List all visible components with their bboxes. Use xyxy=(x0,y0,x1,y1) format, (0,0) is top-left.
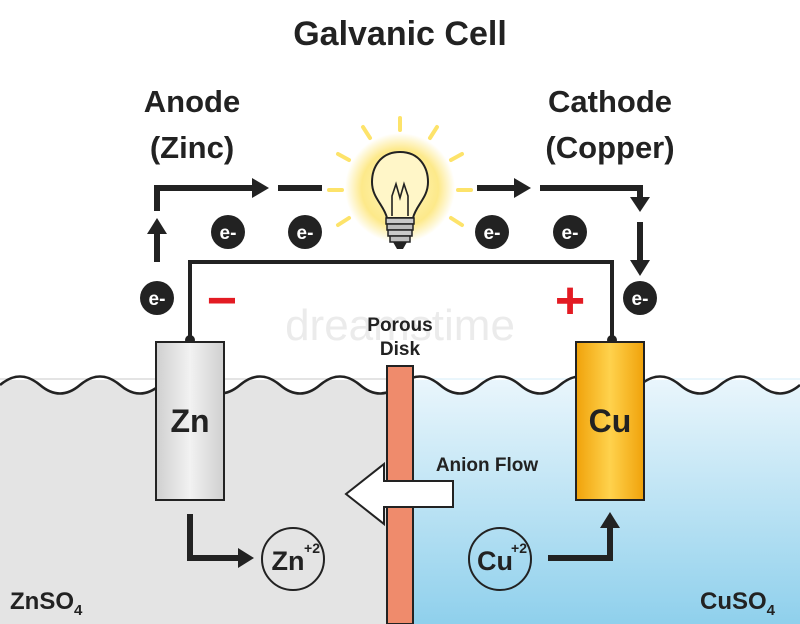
zinc-electrode: Zn xyxy=(155,341,225,501)
electron-icon: e- xyxy=(475,215,509,249)
zinc-sulfate-subscript: 4 xyxy=(74,602,83,619)
electron-flow-arrows xyxy=(147,178,650,276)
negative-sign: − xyxy=(207,272,237,330)
page-title: Galvanic Cell xyxy=(293,15,507,53)
cathode-label: Cathode xyxy=(548,84,672,119)
porous-disk-label-line2: Disk xyxy=(380,339,421,360)
copper-ion xyxy=(468,527,532,591)
electron-label: e- xyxy=(562,223,579,244)
zinc-ion-charge: +2 xyxy=(304,540,320,556)
zinc-ion xyxy=(261,527,325,591)
electron-icon: e- xyxy=(623,281,657,315)
zinc-ion-symbol: Zn xyxy=(272,546,305,576)
copper-ion-symbol: Cu xyxy=(477,546,513,576)
electron-icon: e- xyxy=(553,215,587,249)
arrow-right-icon xyxy=(514,178,531,198)
copper-sulfate-label: CuSO4 xyxy=(700,588,776,619)
arrow-up-icon xyxy=(147,218,167,234)
light-bulb-icon xyxy=(327,116,473,249)
electron-icon: e- xyxy=(288,215,322,249)
electron-label: e- xyxy=(297,223,314,244)
positive-sign: + xyxy=(555,272,585,330)
arrow-right-icon xyxy=(238,548,254,568)
electron-icon: e- xyxy=(140,281,174,315)
arrow-down-icon xyxy=(630,260,650,276)
anion-flow-label: Anion Flow xyxy=(436,455,539,476)
zinc-ion-arrow xyxy=(187,514,240,561)
electron-label: e- xyxy=(632,289,649,310)
zinc-sulfate-label: ZnSO4 xyxy=(10,588,83,619)
arrow-down-icon xyxy=(630,197,650,212)
zinc-sulfate-formula: ZnSO xyxy=(10,588,74,615)
zinc-electrode-label: Zn xyxy=(170,403,209,439)
copper-electrode: Cu xyxy=(575,341,645,501)
copper-ion-arrow xyxy=(548,526,613,561)
copper-electrode-label: Cu xyxy=(589,403,632,439)
porous-disk-label: Porous xyxy=(367,315,432,336)
electron-label: e- xyxy=(149,289,166,310)
copper-sulfate-subscript: 4 xyxy=(767,602,776,619)
electron-arrow-bend-left xyxy=(154,185,254,211)
anode-label: Anode xyxy=(144,84,240,119)
copper-sulfate-formula: CuSO xyxy=(700,588,767,615)
electron-label: e- xyxy=(484,223,501,244)
external-wire xyxy=(188,260,614,342)
arrow-right-icon xyxy=(252,178,269,198)
arrow-up-icon xyxy=(600,512,620,528)
copper-ion-charge: +2 xyxy=(511,540,527,556)
watermark: dreamstime xyxy=(285,301,515,350)
electron-icon: e- xyxy=(211,215,245,249)
anion-flow-arrow-icon xyxy=(344,461,454,527)
anode-material-label: (Zinc) xyxy=(150,130,234,165)
cathode-material-label: (Copper) xyxy=(545,130,674,165)
electron-arrow-bend-right xyxy=(540,185,643,198)
electron-label: e- xyxy=(220,223,237,244)
